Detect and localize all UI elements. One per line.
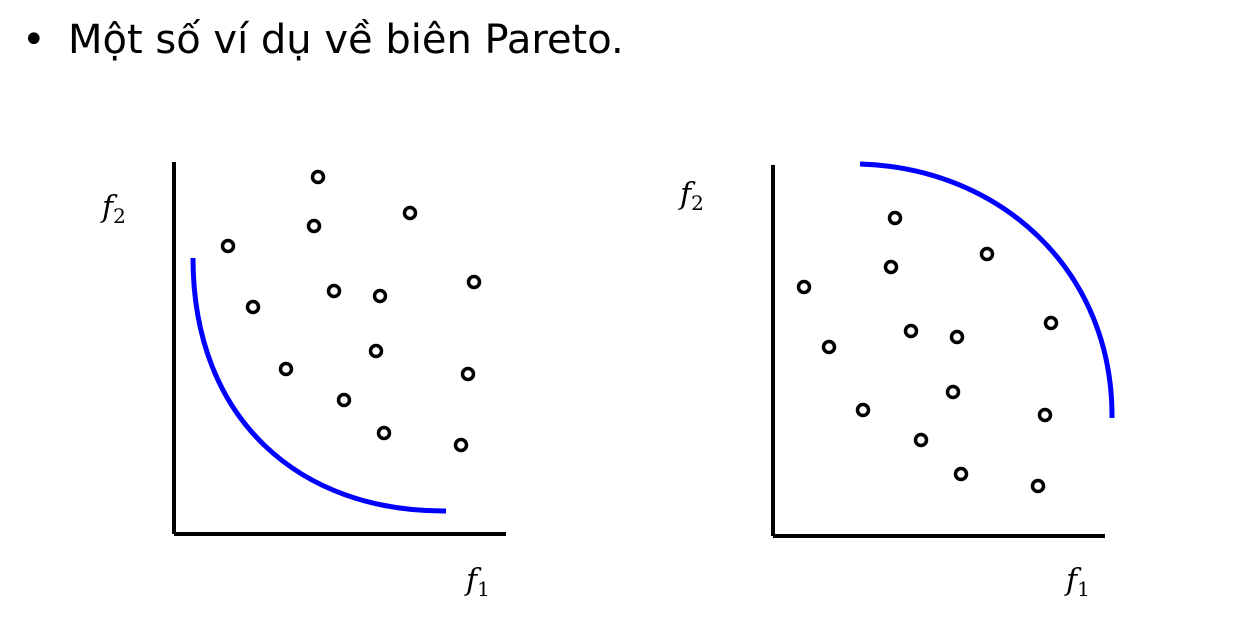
- left-plot: f2 f1: [100, 162, 506, 601]
- solution-point: [1030, 478, 1046, 494]
- solution-point: [278, 361, 294, 377]
- solution-point: [460, 366, 476, 382]
- left-x-axis-label: f1: [464, 563, 490, 601]
- left-solution-points: [220, 169, 482, 453]
- solution-point: [949, 329, 965, 345]
- right-y-axis-label: f2: [678, 177, 704, 215]
- solution-point: [855, 402, 871, 418]
- solution-point: [368, 343, 384, 359]
- solution-point: [326, 283, 342, 299]
- solution-point: [220, 238, 236, 254]
- solution-point: [796, 279, 812, 295]
- solution-point: [453, 437, 469, 453]
- solution-point: [306, 218, 322, 234]
- solution-point: [376, 425, 392, 441]
- right-plot: f2 f1: [678, 161, 1115, 601]
- left-pareto-front: [190, 257, 447, 514]
- solution-point: [372, 288, 388, 304]
- solution-point: [953, 466, 969, 482]
- solution-point: [1043, 315, 1059, 331]
- solution-point: [402, 205, 418, 221]
- solution-point: [883, 259, 899, 275]
- right-solution-points: [796, 210, 1059, 494]
- solution-point: [821, 339, 837, 355]
- solution-point: [913, 432, 929, 448]
- solution-point: [903, 323, 919, 339]
- solution-point: [245, 299, 261, 315]
- slide-bullet: • Một số ví dụ về biên Pareto.: [22, 12, 624, 68]
- solution-point: [1037, 407, 1053, 423]
- left-y-axis-label: f2: [100, 190, 126, 228]
- solution-point: [310, 169, 326, 185]
- solution-point: [887, 210, 903, 226]
- slide-heading: Một số ví dụ về biên Pareto.: [68, 17, 624, 63]
- right-x-axis-label: f1: [1064, 563, 1090, 601]
- solution-point: [945, 384, 961, 400]
- right-pareto-front: [859, 161, 1115, 419]
- bullet-dot-icon: •: [22, 17, 46, 63]
- solution-point: [979, 246, 995, 262]
- solution-point: [336, 392, 352, 408]
- solution-point: [466, 274, 482, 290]
